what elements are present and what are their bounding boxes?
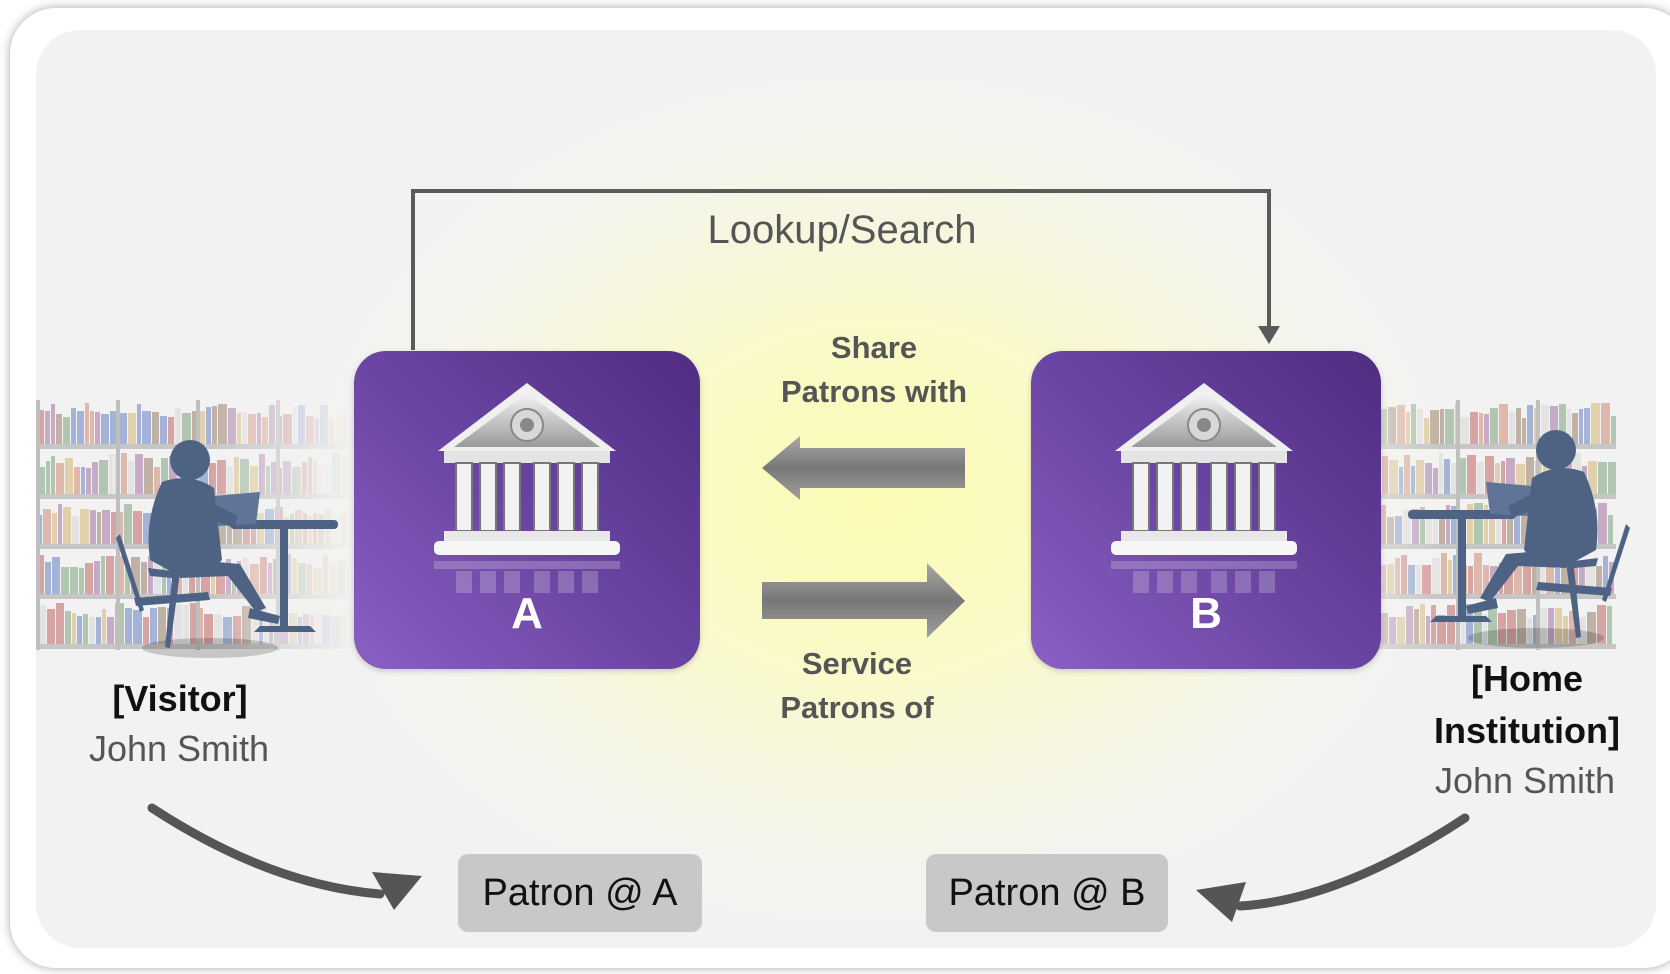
institution-a-letter: A [511,589,543,638]
visitor-person-icon [116,440,338,658]
home-role-label-line1: [Home [1470,658,1584,699]
institution-a-box: A [354,351,700,669]
visitor-role-label: [Visitor] [112,678,248,719]
institution-b-box: B [1031,351,1381,669]
service-arrow [762,563,965,638]
share-label-line2: Patrons with [780,374,968,409]
institution-b-letter: B [1190,589,1222,638]
service-label-line1: Service [801,646,913,681]
home-curve-arrowhead [1196,882,1246,922]
patron-a-box: Patron @ A [458,854,702,932]
lookup-connector [411,189,1271,350]
share-arrow [762,436,965,500]
diagram-canvas [36,30,1656,948]
home-person-icon [1408,430,1630,648]
lookup-search-label: Lookup/Search [707,208,977,252]
lookup-arrowhead [1258,326,1280,344]
home-curve-arrow [1235,813,1470,911]
library-building-icon [434,383,620,593]
home-name-label: John Smith [1434,760,1616,801]
share-label-line1: Share [830,330,918,365]
service-label-line2: Patrons of [780,690,934,725]
visitor-name-label: John Smith [88,728,270,769]
visitor-curve-arrow [147,803,385,899]
home-role-label-line2: Institution] [1434,710,1620,751]
visitor-curve-arrowhead [372,872,422,910]
library-building-icon [1111,383,1297,593]
patron-b-box: Patron @ B [926,854,1168,932]
